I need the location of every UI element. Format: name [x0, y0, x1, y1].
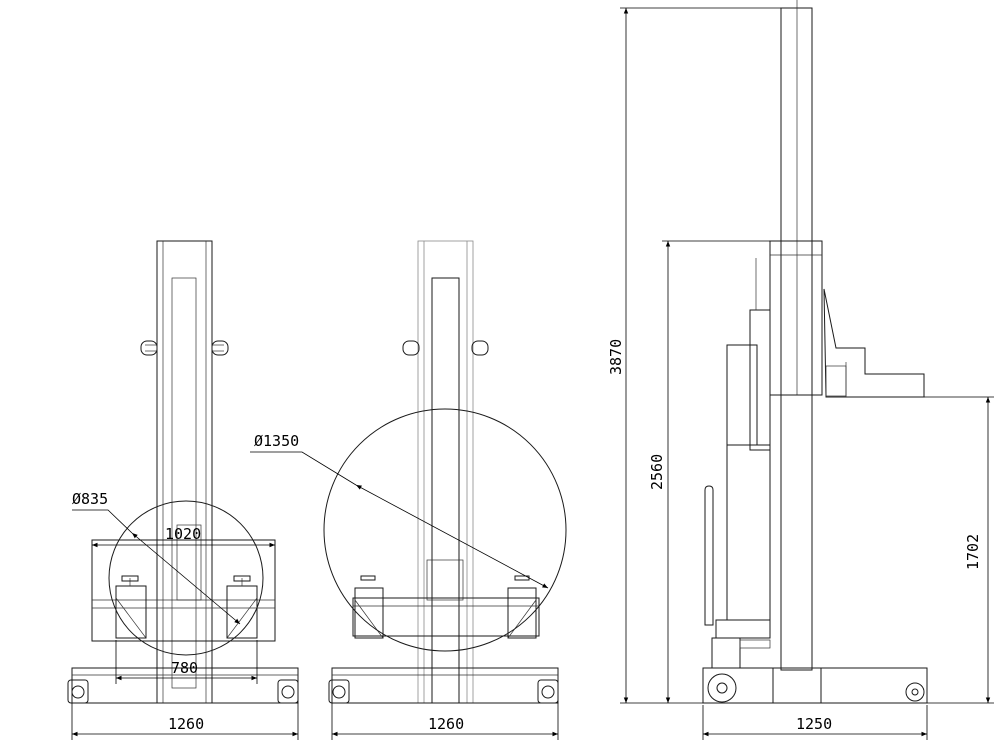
side-fork-height-label: 1702	[964, 534, 982, 570]
front-diameter-label: Ø835	[72, 490, 108, 508]
middle-width-label: 1260	[428, 715, 464, 733]
front-inner-label: 780	[171, 659, 198, 677]
side-mast-height-label: 2560	[648, 454, 666, 490]
middle-view	[323, 240, 567, 704]
side-total-height-label: 3870	[607, 339, 625, 375]
front-view	[67, 240, 299, 704]
side-length-label: 1250	[796, 715, 832, 733]
front-width-label: 1260	[168, 715, 204, 733]
front-span-label: 1020	[165, 525, 201, 543]
side-view	[702, 0, 928, 704]
dimension-labels: 1260 780 1020 Ø835 1260 Ø1350 1250 3870 …	[72, 339, 982, 733]
dimension-lines	[71, 7, 994, 740]
middle-diameter-label: Ø1350	[254, 432, 299, 450]
